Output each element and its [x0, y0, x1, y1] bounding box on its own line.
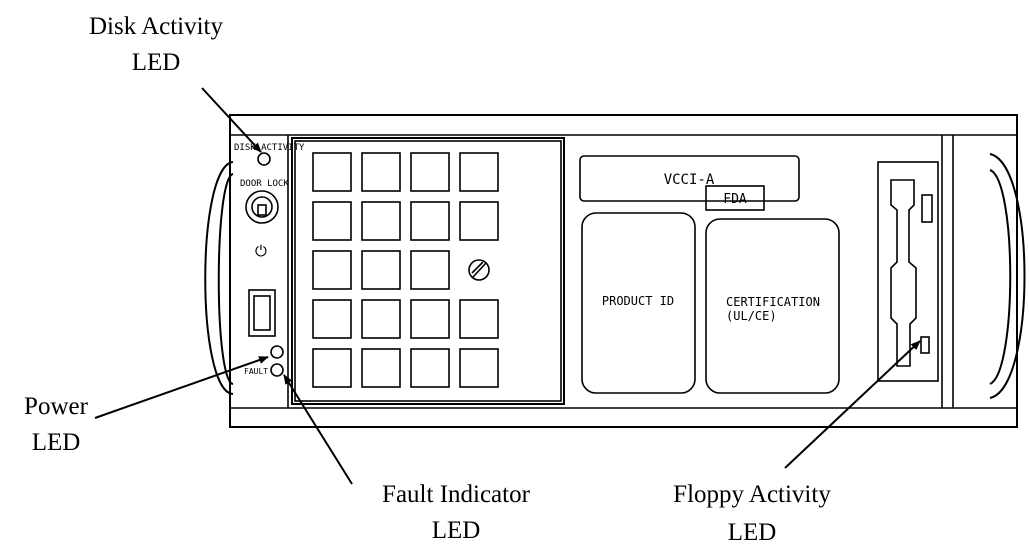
drive-bay-slot	[410, 299, 450, 339]
fda-label-box	[705, 185, 765, 211]
drive-bay-slot	[410, 201, 450, 241]
drive-bay-slot	[459, 348, 499, 388]
drive-bay-door-inner	[294, 140, 562, 402]
door-lock-label: DOOR LOCK	[240, 179, 289, 189]
fda-label: FDA	[723, 192, 747, 207]
power-switch	[248, 289, 276, 337]
door-lock-icon	[251, 196, 273, 218]
drive-bay-slot	[459, 152, 499, 192]
drive-bay-slot	[410, 348, 450, 388]
drive-bay-slot	[361, 201, 401, 241]
certification-label-line2: (UL/CE)	[726, 309, 777, 323]
certification-box	[705, 218, 840, 394]
drive-bay-slot	[312, 250, 352, 290]
drive-bay-grid	[312, 152, 499, 388]
drive-bay-slot	[361, 152, 401, 192]
power-led	[270, 345, 284, 359]
power-switch-rocker	[253, 295, 271, 331]
drive-bay-slot	[410, 152, 450, 192]
floppy-slot	[890, 179, 917, 367]
fault-led	[270, 363, 284, 377]
disk-activity-callout-line2: LED	[132, 49, 181, 76]
fault-indicator-arrow	[283, 374, 353, 485]
left-handle	[204, 161, 234, 395]
fault-label: FAULT	[244, 367, 268, 376]
drive-bay-door	[291, 137, 565, 405]
floppy-activity-arrow	[784, 340, 921, 469]
power-symbol-icon: ⏻	[255, 242, 267, 260]
door-lock-keyslot	[257, 204, 267, 216]
drive-bay-slot	[459, 201, 499, 241]
drive-bay-slot	[361, 250, 401, 290]
power-callout-line2: LED	[32, 429, 81, 456]
product-id-label: PRODUCT ID	[602, 294, 674, 308]
floppy-activity-led	[920, 336, 930, 354]
fault-indicator-callout-line1: Fault Indicator	[382, 481, 531, 508]
control-strip: DISK ACTIVITY DOOR LOCK ⏻ FAULT	[234, 143, 305, 377]
certification-label-line1: CERTIFICATION	[726, 295, 820, 309]
drive-bay-door-frame	[291, 137, 565, 405]
floppy-eject-button	[921, 194, 933, 223]
drive-bay-slot	[312, 152, 352, 192]
floppy-activity-callout-line1: Floppy Activity	[673, 481, 831, 508]
chassis-outer	[229, 114, 1018, 428]
door-screw-icon	[468, 259, 490, 281]
drive-bay-slot	[361, 299, 401, 339]
drive-bay-slot	[459, 299, 499, 339]
disk-activity-led	[257, 152, 271, 166]
fault-indicator-callout-line2: LED	[432, 517, 481, 544]
disk-activity-callout-line1: Disk Activity	[89, 13, 224, 40]
power-callout-line1: Power	[24, 393, 89, 420]
drive-bay-slot	[312, 299, 352, 339]
disk-activity-arrow	[201, 87, 262, 153]
power-arrow	[94, 356, 269, 419]
vcci-label: VCCI-A	[664, 172, 715, 188]
chassis	[229, 114, 1018, 428]
drive-bay-slot	[361, 348, 401, 388]
right-handle	[989, 153, 1026, 399]
vcci-label-box	[579, 155, 800, 202]
door-lock-outer-ring	[245, 190, 279, 224]
drive-bay-slot	[410, 250, 450, 290]
floppy-activity-callout-line2: LED	[728, 519, 777, 546]
drive-bay-slot	[312, 201, 352, 241]
floppy-drive-bezel	[877, 161, 939, 382]
disk-activity-panel-label: DISK ACTIVITY	[234, 143, 305, 153]
drive-bay-slot	[312, 348, 352, 388]
label-area: VCCI-A FDA PRODUCT ID CERTIFICATION (UL/…	[579, 155, 840, 394]
floppy-drive	[877, 161, 939, 382]
product-id-box	[581, 212, 696, 394]
